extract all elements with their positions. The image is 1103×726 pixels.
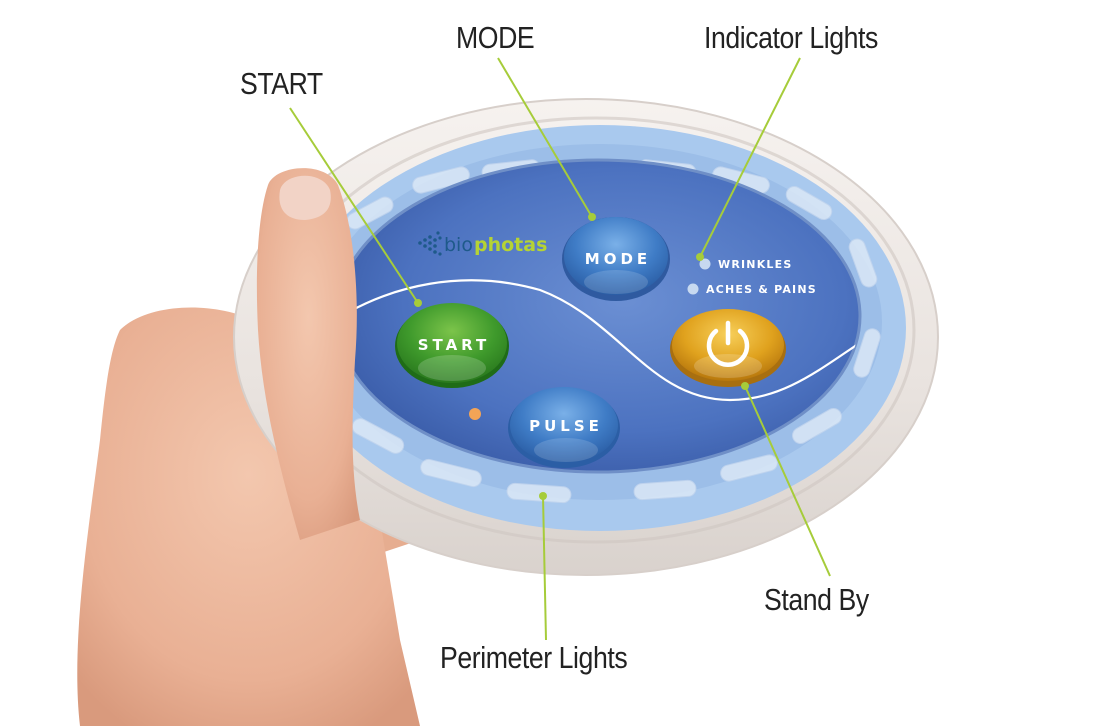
- status-led: [469, 408, 481, 420]
- pulse-button[interactable]: PULSE: [508, 387, 620, 468]
- logo-text-photas: photas: [474, 234, 547, 256]
- callout-stand-by: Stand By: [764, 582, 869, 617]
- logo-text-bio: bio: [444, 234, 473, 256]
- mode-button[interactable]: MODE: [562, 217, 670, 301]
- indicator-aches-pains-label: ACHES & PAINS: [706, 283, 817, 296]
- callout-start: START: [240, 66, 323, 101]
- callout-indicator-lights: Indicator Lights: [704, 20, 878, 55]
- power-icon: [706, 320, 750, 367]
- biophotas-logo: bio photas: [418, 231, 547, 256]
- mode-button-label: MODE: [585, 250, 651, 268]
- indicator-aches-pains: ACHES & PAINS: [687, 283, 817, 296]
- indicator-wrinkles: WRINKLES: [699, 258, 792, 271]
- callout-lines: [289, 57, 831, 641]
- pulse-button-label: PULSE: [529, 417, 603, 435]
- indicator-wrinkles-label: WRINKLES: [718, 258, 792, 271]
- callout-perimeter-lights: Perimeter Lights: [440, 640, 628, 675]
- start-button-label: START: [418, 336, 491, 354]
- standby-button[interactable]: [670, 309, 786, 387]
- thumb-image: [256, 168, 360, 540]
- callout-mode: MODE: [456, 20, 535, 55]
- start-button[interactable]: START: [395, 303, 509, 388]
- logo-mark-icon: [418, 231, 442, 256]
